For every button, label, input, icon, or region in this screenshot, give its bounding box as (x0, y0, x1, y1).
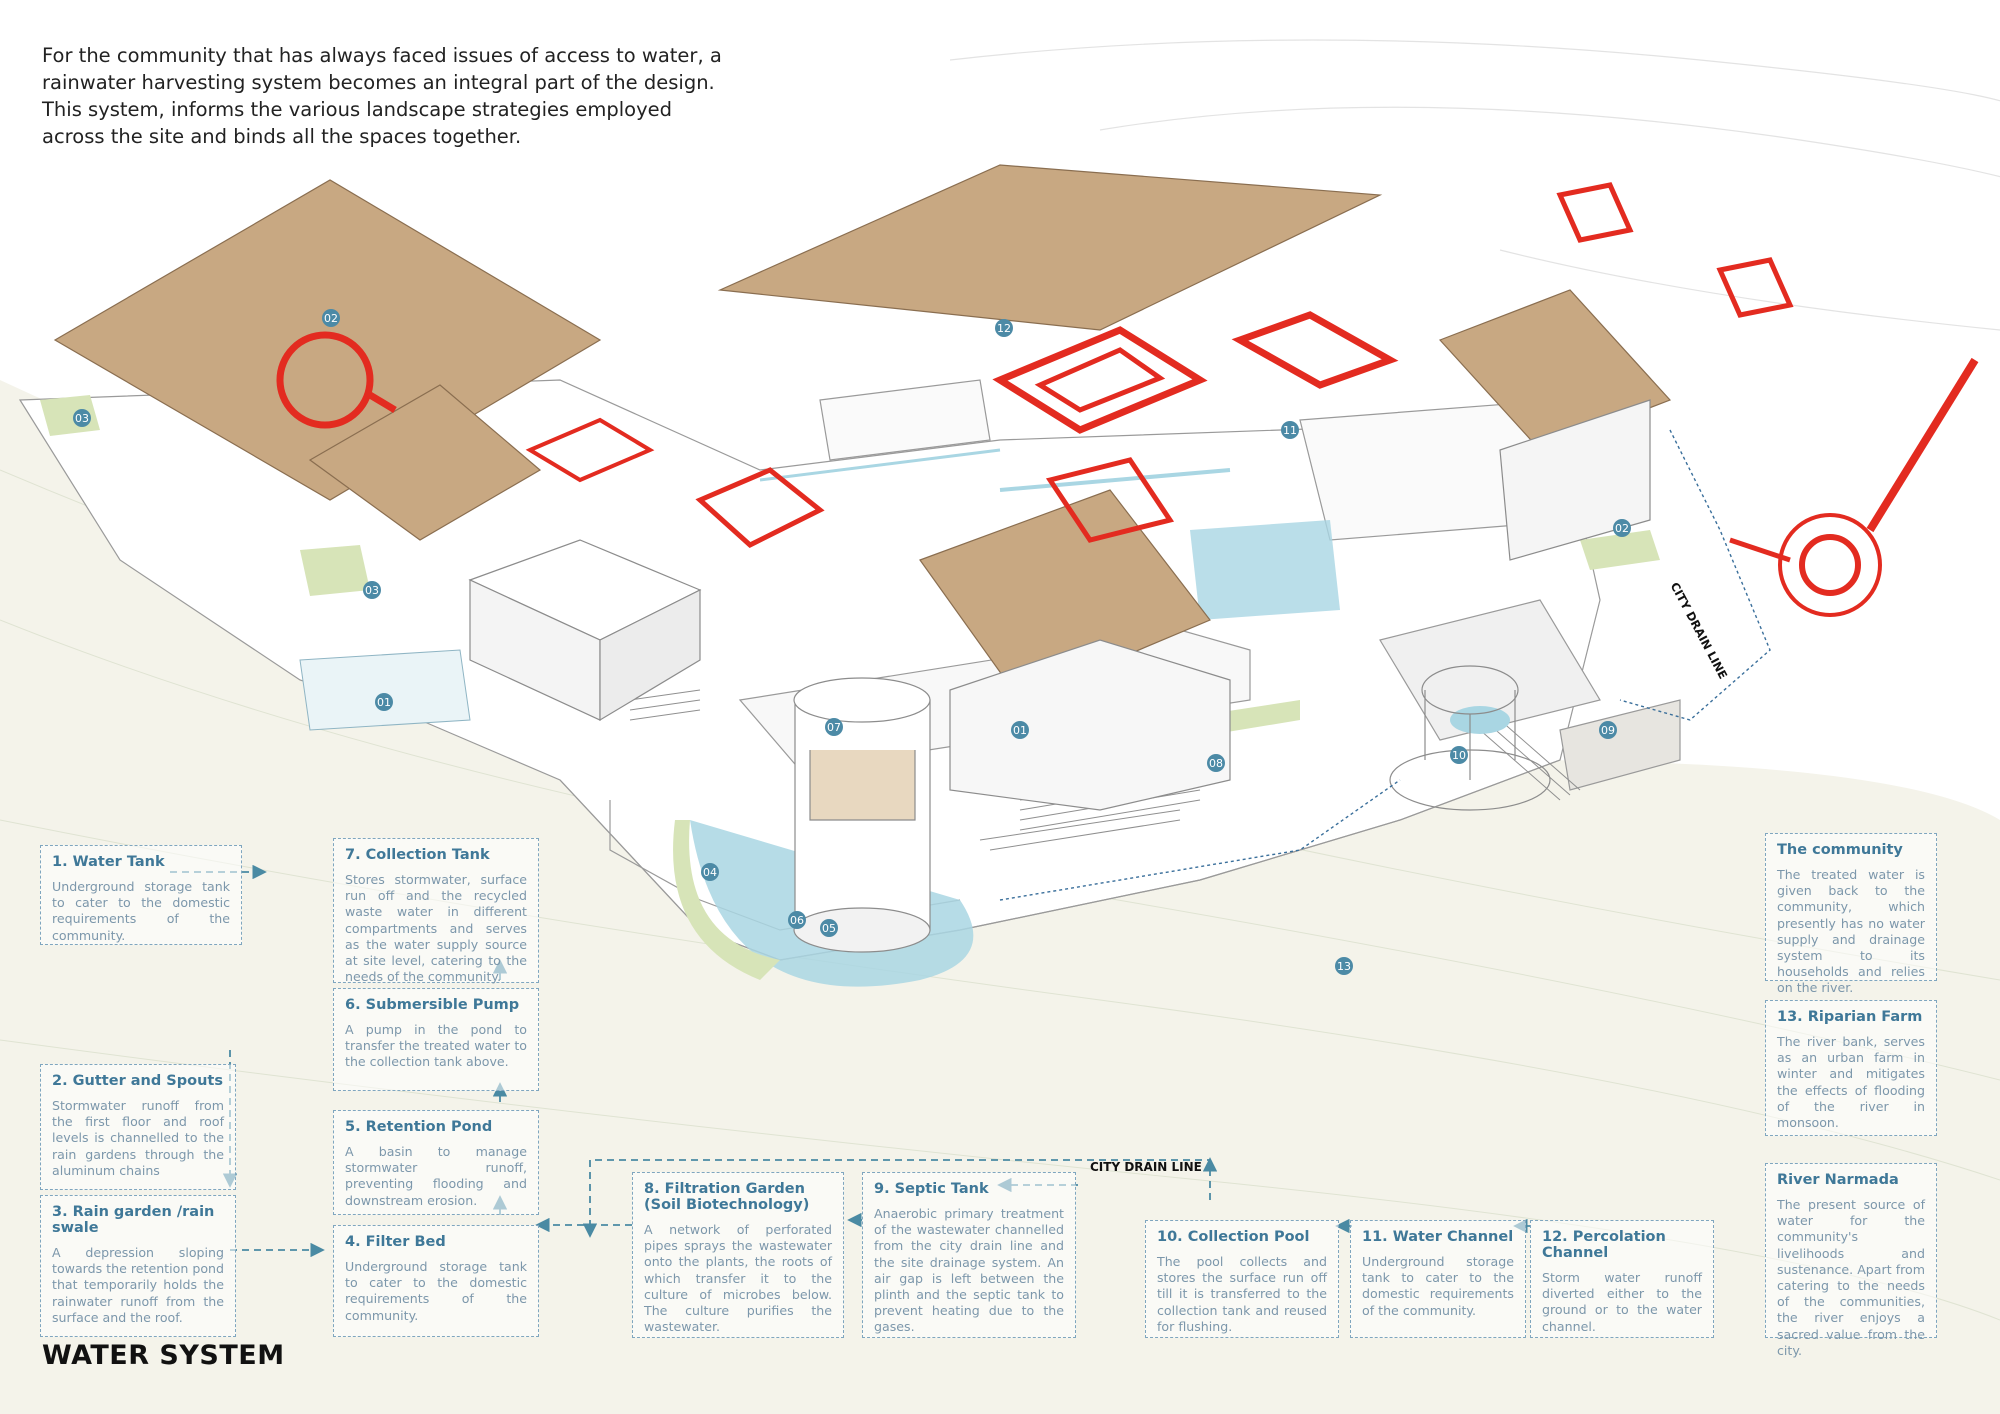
svg-text:03: 03 (75, 412, 89, 425)
pavilion-10 (1389, 665, 1551, 811)
number-markers: 02 03 03 01 12 11 02 07 01 08 10 09 04 0… (73, 309, 1631, 975)
svg-text:01: 01 (1013, 724, 1027, 737)
marker-12: 12 (995, 319, 1013, 337)
marker-01a: 01 (375, 693, 393, 711)
svg-text:04: 04 (703, 866, 717, 879)
box-gutter-spouts: 2. Gutter and Spouts Stormwater runoff f… (40, 1064, 236, 1190)
marker-04: 04 (701, 863, 719, 881)
box-retention-pond: 5. Retention Pond A basin to manage stor… (333, 1110, 539, 1215)
box-community: The community The treated water is given… (1765, 833, 1937, 995)
box-water-channel: 11. Water Channel Underground storage ta… (1350, 1220, 1526, 1338)
box-filtration-garden: 8. Filtration Garden (Soil Biotechnology… (632, 1172, 844, 1338)
roof-long-hall (717, 164, 1383, 331)
marker-02b: 02 (1613, 519, 1631, 537)
marker-05: 05 (820, 919, 838, 937)
box-collection-tank: 7. Collection Tank Stores stormwater, su… (333, 838, 539, 984)
svg-text:05: 05 (822, 922, 836, 935)
box-rain-garden: 3. Rain garden /rain swale A depression … (40, 1195, 236, 1337)
marker-13: 13 (1335, 957, 1353, 975)
box-riparian-farm: 13. Riparian Farm The river bank, serves… (1765, 1000, 1937, 1136)
svg-text:08: 08 (1209, 757, 1223, 770)
page-title: WATER SYSTEM (42, 1340, 285, 1371)
svg-text:06: 06 (790, 914, 804, 927)
svg-text:13: 13 (1337, 960, 1351, 973)
svg-text:03: 03 (365, 584, 379, 597)
site-drain-line (999, 429, 1771, 901)
roof-east (1438, 289, 1672, 451)
marker-03b: 03 (363, 581, 381, 599)
box-percolation-channel: 12. Percolation Channel Storm water runo… (1530, 1220, 1714, 1338)
marker-10: 10 (1450, 746, 1468, 764)
svg-text:10: 10 (1452, 749, 1466, 762)
marker-03a: 03 (73, 409, 91, 427)
marker-02a: 02 (322, 309, 340, 327)
box-septic-tank: 9. Septic Tank Anaerobic primary treatme… (862, 1172, 1076, 1338)
svg-text:09: 09 (1601, 724, 1615, 737)
box-river-narmada: River Narmada The present source of wate… (1765, 1163, 1937, 1358)
red-ring-north (276, 331, 374, 429)
intro-text: For the community that has always faced … (42, 44, 722, 148)
marker-01b: 01 (1011, 721, 1029, 739)
box-filter-bed: 4. Filter Bed Underground storage tank t… (333, 1225, 539, 1337)
svg-text:11: 11 (1283, 424, 1297, 437)
box-submersible-pump: 6. Submersible Pump A pump in the pond t… (333, 988, 539, 1091)
roof-west-pavilion (308, 384, 542, 541)
cylinder-tank (793, 677, 931, 953)
svg-text:02: 02 (1615, 522, 1629, 535)
city-drain-line-label: CITY DRAIN LINE (1090, 1160, 1202, 1174)
marker-11: 11 (1281, 421, 1299, 439)
svg-text:02: 02 (324, 312, 338, 325)
box-collection-pool: 10. Collection Pool The pool collects an… (1145, 1220, 1339, 1338)
svg-text:12: 12 (997, 322, 1011, 335)
svg-text:01: 01 (377, 696, 391, 709)
marker-06: 06 (788, 911, 806, 929)
marker-08: 08 (1207, 754, 1225, 772)
marker-09: 09 (1599, 721, 1617, 739)
red-structures (276, 182, 1979, 617)
roofs (53, 164, 1672, 701)
svg-text:07: 07 (827, 721, 841, 734)
marker-07: 07 (825, 718, 843, 736)
roof-central (919, 489, 1211, 701)
box-water-tank: 1. Water Tank Underground storage tank t… (40, 845, 242, 945)
